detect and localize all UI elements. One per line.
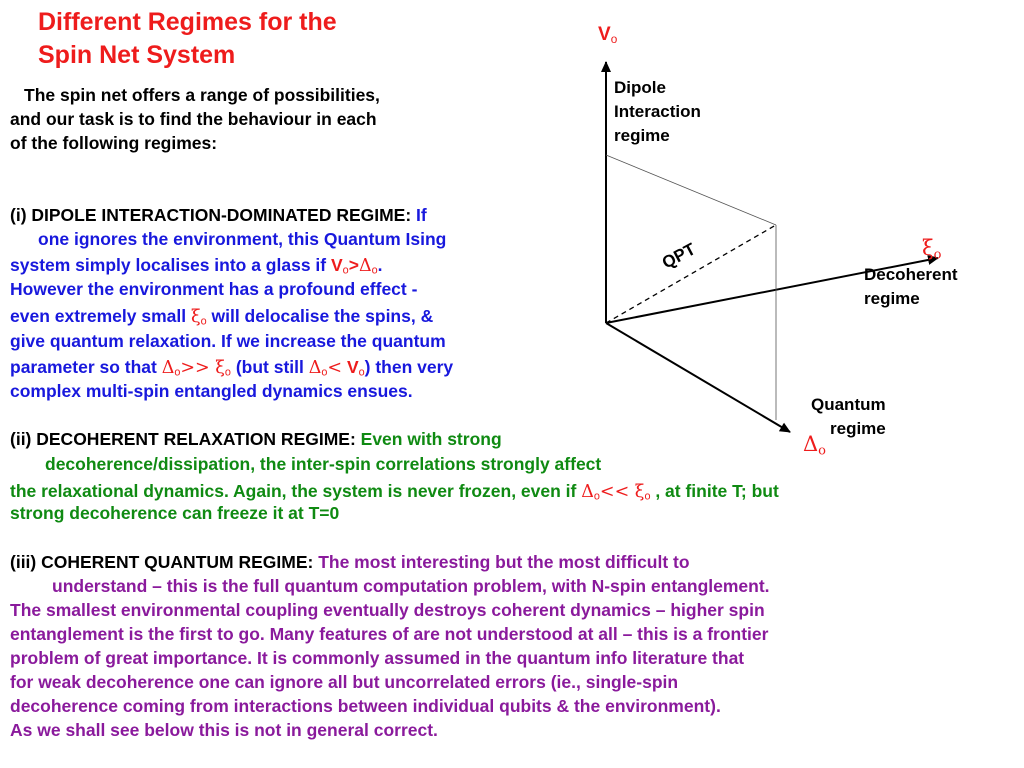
regime-iii-line-6: for weak decoherence one can ignore all …	[10, 672, 679, 692]
regime-iii-line-4: entanglement is the first to go. Many fe…	[10, 624, 769, 644]
regime-i-line-4: However the environment has a profound e…	[10, 279, 418, 299]
quantum-regime-label-2: regime	[830, 419, 886, 438]
delta-axis-line	[605, 322, 791, 433]
v-o-symbol: Vo>Δo	[330, 255, 378, 277]
regime-i-line-2: one ignores the environment, this Quantu…	[38, 229, 447, 249]
guide-line-top	[605, 154, 777, 226]
quantum-regime-label-1: Quantum	[811, 395, 886, 414]
v-axis-label: Vo	[598, 24, 618, 46]
regime-i-line-7: parameter so that Δo>> ξo (but still Δo<…	[10, 357, 454, 379]
regime-iii-line-3: The smallest environmental coupling even…	[10, 600, 765, 620]
regime-iii-line-8: As we shall see below this is not in gen…	[10, 720, 438, 740]
regime-iii-line-1: (iii) COHERENT QUANTUM REGIME: The most …	[10, 552, 690, 572]
regime-iii-line-2: understand – this is the full quantum co…	[52, 576, 770, 596]
regime-i-text: If	[416, 205, 427, 225]
regime-i-heading: (i) DIPOLE INTERACTION-DOMINATED REGIME:	[10, 205, 417, 225]
intro-line-1: The spin net offers a range of possibili…	[24, 85, 380, 105]
xi-axis-label: ξo	[922, 236, 942, 263]
delta-v-relation: Δo< Vo	[308, 357, 365, 379]
regime-i-line-5: even extremely small ξo will delocalise …	[10, 306, 434, 328]
xi-o-symbol: ξo	[190, 307, 207, 328]
regime-i-line-1: (i) DIPOLE INTERACTION-DOMINATED REGIME:…	[10, 203, 427, 228]
xi-axis-line	[605, 255, 939, 324]
delta-xi-relation: Δo<< ξo	[581, 482, 651, 503]
regime-i-line-3: system simply localises into a glass if …	[10, 255, 383, 277]
dipole-regime-label-3: regime	[614, 126, 670, 145]
dipole-regime-label-1: Dipole	[614, 78, 666, 97]
regime-i-line-8: complex multi-spin entangled dynamics en…	[10, 381, 413, 401]
page-title-line-1: Different Regimes for the	[38, 8, 337, 36]
regime-ii-heading: (ii) DECOHERENT RELAXATION REGIME:	[10, 429, 361, 449]
regime-ii-line-4: strong decoherence can freeze it at T=0	[10, 503, 340, 523]
delta-axis-label: Δo	[803, 432, 827, 459]
regime-ii-line-3: the relaxational dynamics. Again, the sy…	[10, 481, 779, 503]
regime-i-text: system simply localises into a glass if	[10, 255, 331, 275]
dipole-regime-label-2: Interaction	[614, 102, 701, 121]
regime-i-line-6: give quantum relaxation. If we increase …	[10, 331, 446, 351]
page-title-line-2: Spin Net System	[38, 41, 236, 69]
regime-ii-line-1: (ii) DECOHERENT RELAXATION REGIME: Even …	[10, 429, 502, 449]
regime-iii-line-7: decoherence coming from interactions bet…	[10, 696, 721, 716]
intro-line-2: and our task is to find the behaviour in…	[10, 109, 377, 129]
decoherent-regime-label-1: Decoherent	[864, 265, 958, 284]
regime-iii-heading: (iii) COHERENT QUANTUM REGIME:	[10, 552, 319, 572]
qpt-dashed-line	[605, 224, 777, 324]
decoherent-regime-label-2: regime	[864, 289, 920, 308]
intro-line-3: of the following regimes:	[10, 133, 218, 153]
regime-iii-line-5: problem of great importance. It is commo…	[10, 648, 745, 668]
regime-ii-line-2: decoherence/dissipation, the inter-spin …	[45, 454, 602, 474]
delta-xi-relation: Δo>> ξo	[161, 358, 231, 379]
